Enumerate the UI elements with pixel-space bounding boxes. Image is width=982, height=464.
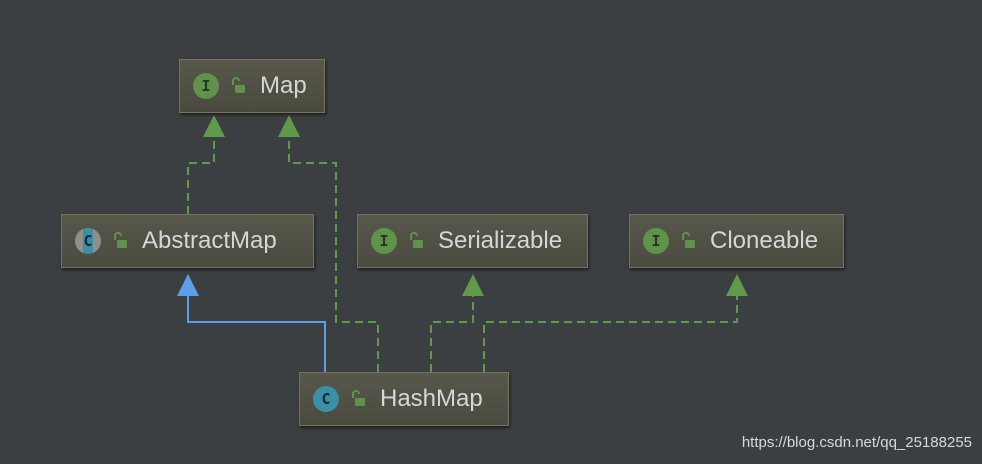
public-lock-icon <box>410 232 423 248</box>
node-hashmap[interactable]: C HashMap <box>299 372 509 426</box>
arrowhead-hashmap-to-abstractmap <box>177 274 199 296</box>
public-lock-icon <box>682 232 695 248</box>
node-label-cloneable: Cloneable <box>710 227 819 254</box>
node-cloneable[interactable]: I Cloneable <box>629 214 844 268</box>
edge-abstractmap-to-map <box>187 135 215 214</box>
edge-hashmap-to-map <box>288 135 379 372</box>
node-serializable[interactable]: I Serializable <box>357 214 588 268</box>
interface-icon: I <box>371 228 397 254</box>
node-label-abstractmap: AbstractMap <box>142 227 277 254</box>
watermark: https://blog.csdn.net/qq_25188255 <box>741 434 972 451</box>
arrowhead-hashmap-to-map <box>278 115 300 137</box>
edge-hashmap-to-abstractmap <box>187 294 326 372</box>
edge-hashmap-to-serializable <box>430 294 474 372</box>
interface-icon: I <box>643 228 669 254</box>
arrowhead-hashmap-to-serializable <box>462 274 484 296</box>
node-label-map: Map <box>260 72 307 99</box>
class-icon: C <box>313 386 339 412</box>
public-lock-icon <box>352 390 365 406</box>
node-label-hashmap: HashMap <box>380 385 483 412</box>
public-lock-icon <box>114 232 127 248</box>
public-lock-icon <box>232 77 245 93</box>
abstract-class-icon: C <box>75 228 101 254</box>
node-abstractmap[interactable]: C AbstractMap <box>61 214 314 268</box>
edge-hashmap-to-cloneable <box>483 294 738 372</box>
interface-icon: I <box>193 73 219 99</box>
node-label-serializable: Serializable <box>438 227 563 254</box>
arrowhead-hashmap-to-cloneable <box>726 274 748 296</box>
arrowhead-abstractmap-to-map <box>203 115 225 137</box>
node-map[interactable]: I Map <box>179 59 325 113</box>
